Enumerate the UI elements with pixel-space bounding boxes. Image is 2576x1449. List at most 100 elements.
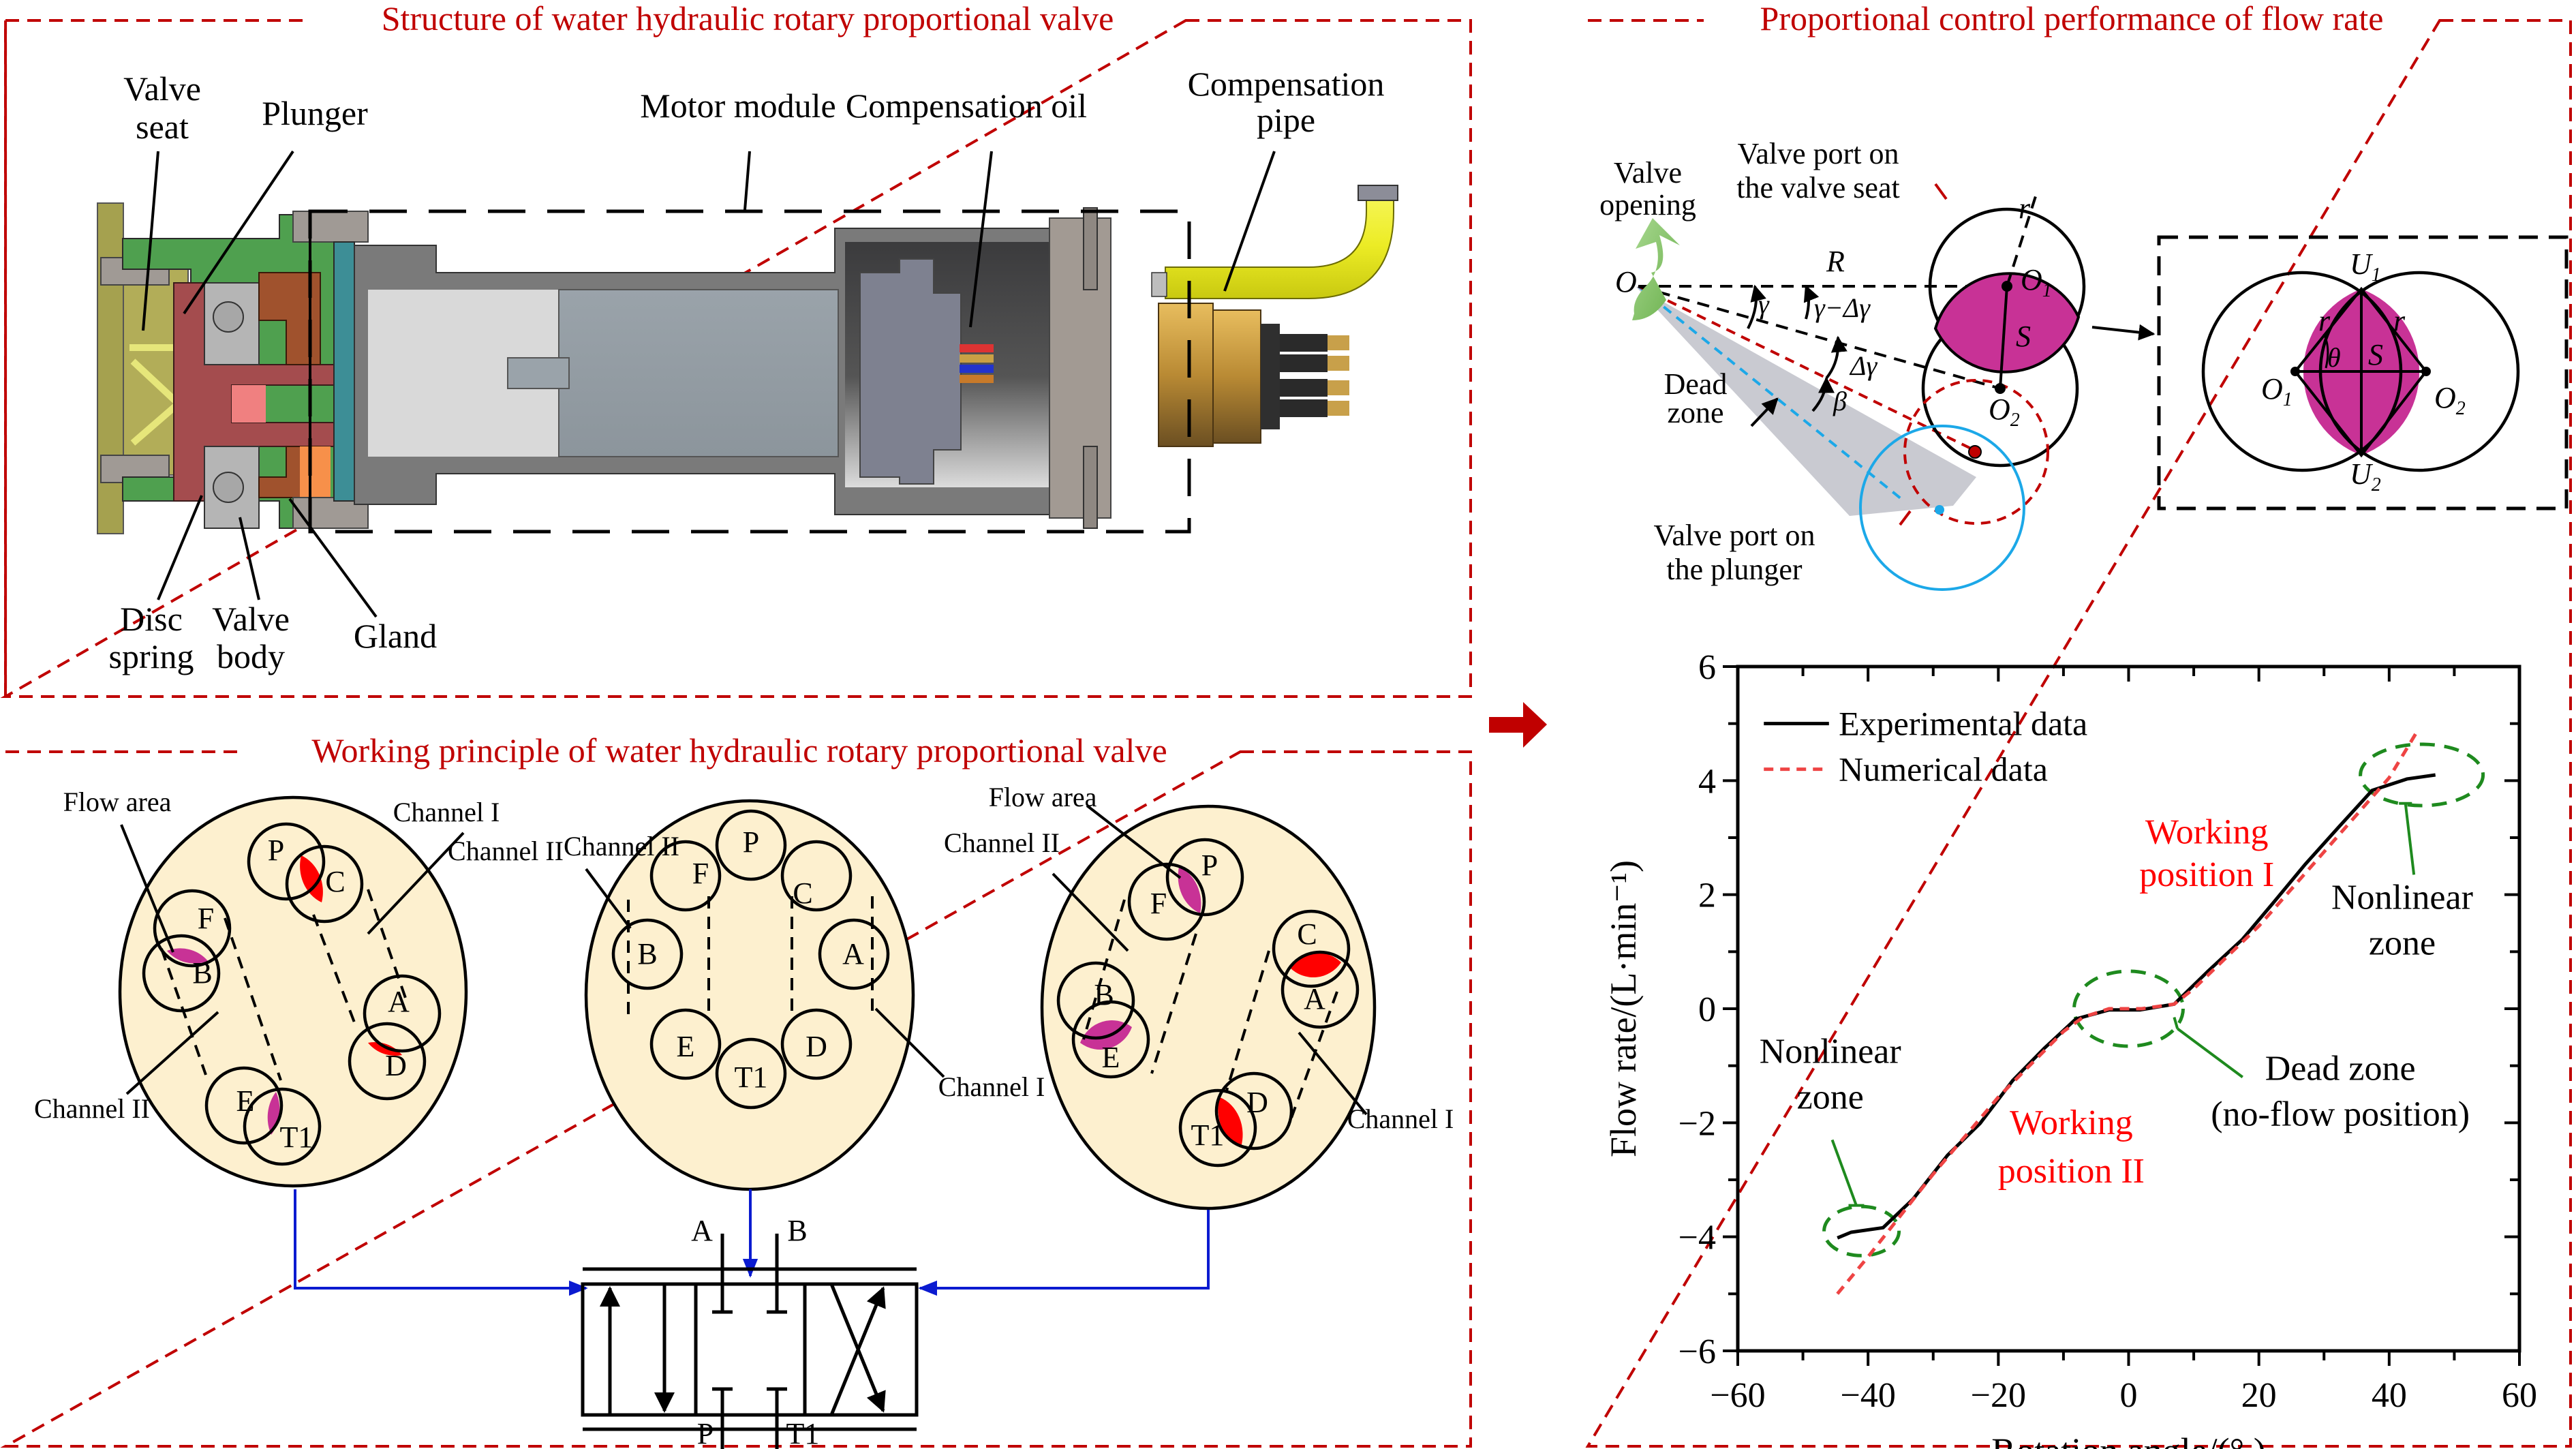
y-tick-label: 4 [1698,762,1716,801]
label-valve-opening-line1: Valve [1614,156,1682,189]
point-plunger-port [1935,505,1944,515]
port-circle-D [1214,1071,1293,1150]
leader-nonlinear-upper [2399,802,2416,875]
plunger-bore [232,385,266,423]
leader-compensation-pipe [1223,151,1276,292]
symbol-port-B: B [787,1214,807,1247]
port-circle-B [142,934,221,1013]
annotation-working-position-II: Working [2010,1103,2133,1142]
y-tick-label: −4 [1678,1219,1716,1257]
chart-annotations: Working position I Working position II N… [1760,812,2473,1191]
nonlinear-zone-marker-upper [2359,742,2485,808]
radius-r [2006,194,2038,287]
label-valve-seat-line2: seat [136,108,189,146]
label-channel-II: Channel II [564,831,679,861]
port-circle-A [818,918,890,990]
label-gamma-minus-delta: γ−Δγ [1814,292,1871,323]
performance-panel-title: Proportional control performance of flow… [1760,0,2384,37]
port-label: D [385,1049,407,1082]
wire-blue [960,365,994,373]
annotation-dead-zone: (no-flow position) [2211,1095,2470,1134]
seat-port-edge [1638,285,1972,450]
leader-channel-II [585,868,632,930]
wire-orange [960,375,994,383]
flow-area-red [1218,1097,1243,1147]
seal [300,446,331,498]
leader-motor-module [743,151,751,211]
port-disk-2: P F C B A E D T1 Channel II Channel I [564,799,1045,1191]
x-tick-label: −20 [1971,1376,2026,1415]
flow-area-magenta [1290,952,1341,978]
plunger-port-edge [1637,285,1903,500]
performance-panel-frame [1585,19,2572,1448]
label-flow-area: Flow area [63,787,172,817]
label-channel-II: Channel II [34,1093,150,1124]
valve-seat-flange [97,202,124,534]
label-channel-I: Channel I [1347,1103,1454,1134]
port-label: F [1150,887,1167,920]
chart-series [1836,728,2436,1295]
port-circle-C [780,840,853,912]
x-tick-label: 20 [2241,1376,2277,1415]
rotation-arrow-icon [1632,218,1680,320]
flow-area-red [368,1042,402,1056]
label-beta: β [1833,386,1847,416]
label-dead-zone-line1: Dead [1664,367,1728,401]
wire-gold [960,354,994,363]
port-label: T1 [280,1120,313,1154]
port-label: C [325,865,345,898]
port-label: P [268,834,284,867]
leader-flow-area [120,824,174,953]
working-panel-frame [0,750,1472,1448]
end-plate-bolt [1083,207,1098,290]
label-seat-port-line1: Valve port on [1737,137,1899,170]
motor-end-cap [859,258,962,485]
leader-channel-II [125,1011,219,1095]
center-link [1999,286,2008,389]
legend-label-experimental: Experimental data [1839,705,2087,743]
working-principle-panel: Working principle of water hydraulic rot… [0,731,1472,1449]
annotation-working-position-II: position II [1998,1152,2145,1191]
pipe-fitting [1151,272,1167,297]
port-label: P [1201,849,1218,882]
leader-channel-I [367,832,465,935]
channel-lines [160,889,408,1081]
leader-channel-I [1298,1031,1368,1116]
leader-flow-area [1086,804,1182,879]
y-tick-label: −6 [1678,1332,1716,1371]
port-circle-T1 [715,1037,787,1110]
label-inset-O1: O1 [2261,372,2293,410]
port-circle-B [1056,961,1135,1040]
label-valve-seat-line1: Valve [123,70,201,108]
wire-red [960,344,994,352]
motor-shaft [507,357,570,389]
point-O2 [1995,383,2006,394]
annotation-nonlinear-zone-upper: Nonlinear [2331,879,2473,917]
port-disk-1: P C F B A D E T1 Flow area Channel I Cha… [34,787,564,1188]
seat-port-dashed-circle [1903,379,2049,525]
port-disk-3: P F C B A E D T1 Flow area Channel II Ch… [944,782,1454,1210]
leader-plunger [183,150,294,315]
label-delta-gamma: Δγ [1849,350,1877,381]
bolt [292,211,369,243]
label-compensation-oil: Compensation oil [846,87,1087,125]
port-label: B [1094,978,1114,1011]
performance-panel: Proportional control performance of flow… [1585,0,2572,1449]
port-circle-E [1071,1000,1150,1079]
motor-module-bracket [308,209,1191,534]
annotation-nonlinear-zone-lower: zone [1797,1078,1864,1116]
port-circle-E [204,1066,283,1145]
label-channel-II: Channel II [448,836,564,866]
label-valve-body-line2: body [217,637,285,675]
pipe-nut [1358,185,1398,201]
label-disc-spring-line1: Disc [120,600,183,638]
leader-nonlinear-lower [1830,1139,1865,1207]
inset-construction-lines [2293,286,2428,458]
signal-line-right [918,1210,1210,1296]
annotation-nonlinear-zone-upper: zone [2369,924,2436,963]
annotation-dead-zone: Dead zone [2265,1050,2416,1088]
label-inset-r: r [2393,304,2406,337]
cable-connector-body [1158,303,1214,447]
symbol-port-P: P [697,1417,714,1449]
